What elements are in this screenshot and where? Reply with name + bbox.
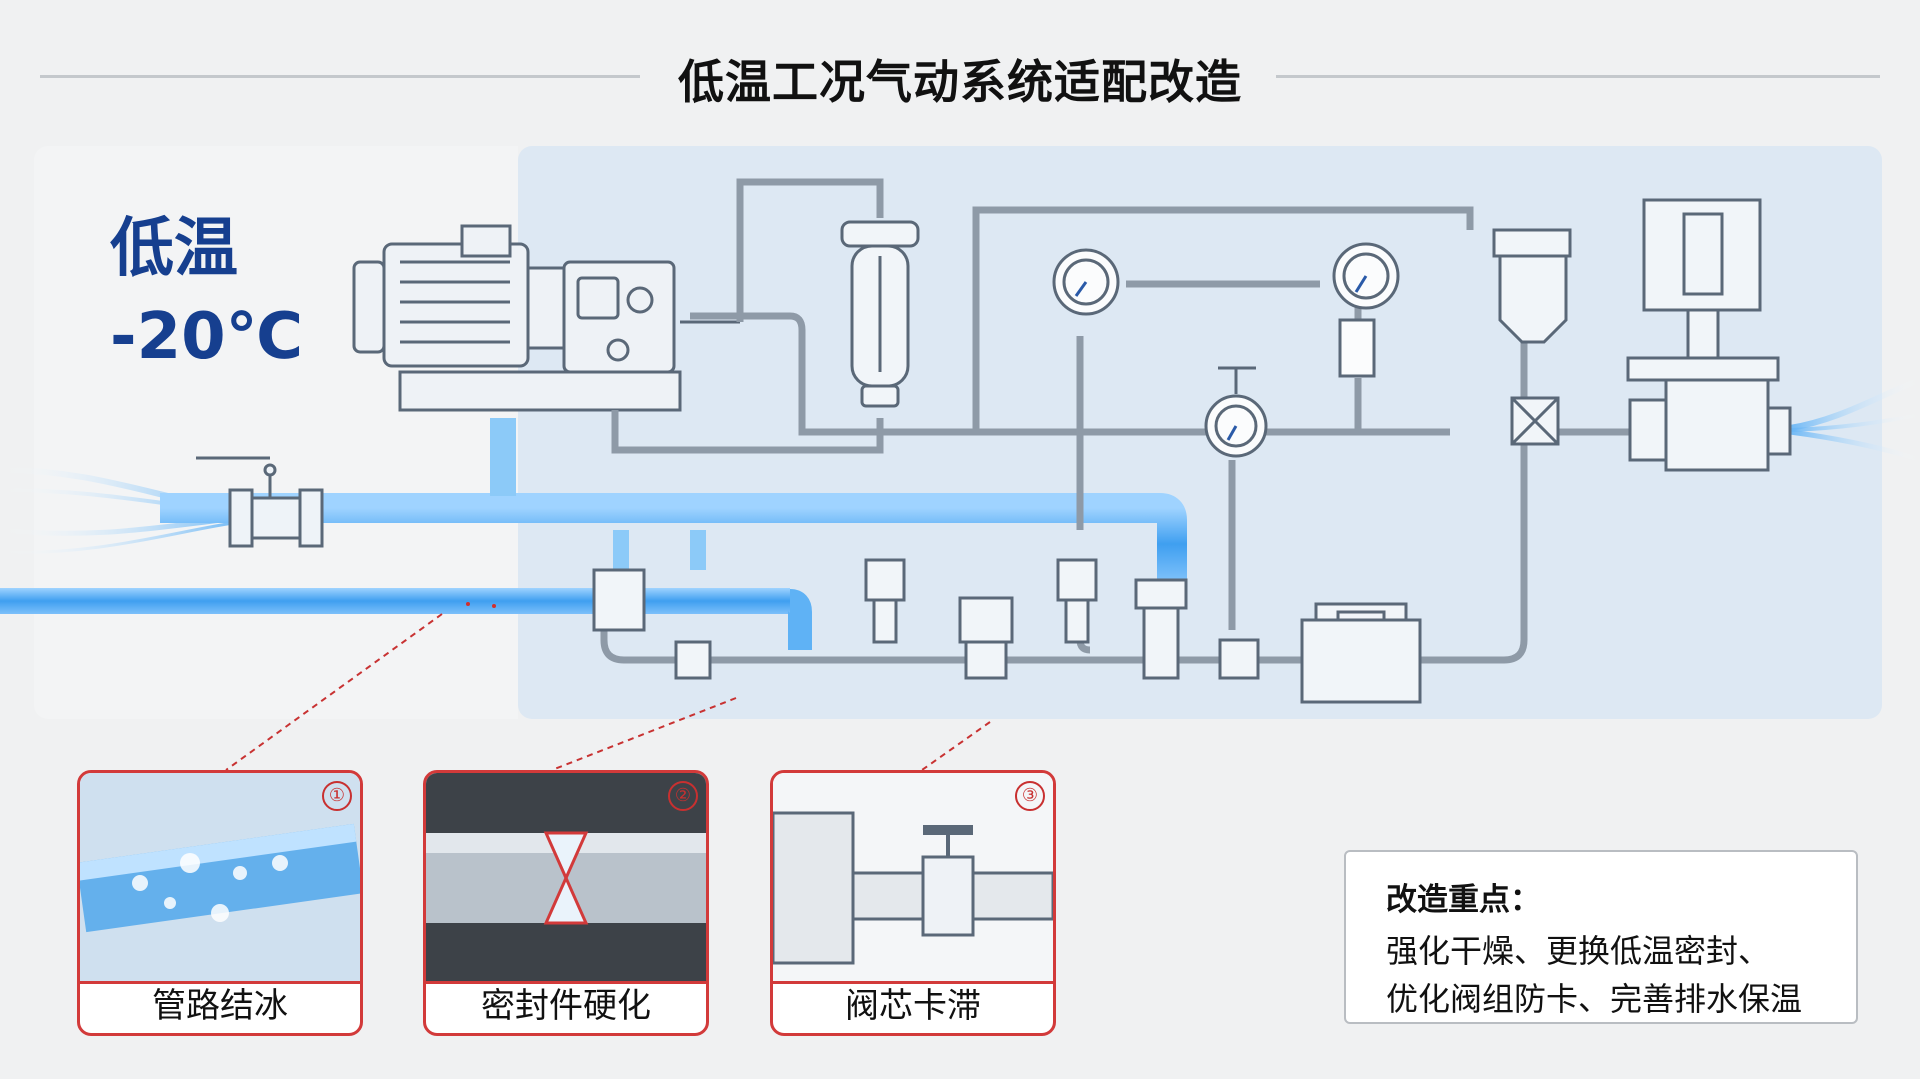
left-panel (34, 146, 518, 719)
seal-hardening-illustration (426, 773, 706, 984)
pipe-icing-illustration (80, 773, 360, 984)
outlet-airflow (1789, 377, 1920, 463)
temperature-value: -20℃ (110, 300, 304, 374)
air-compressor (352, 224, 740, 412)
blue-pipe-drop (787, 589, 812, 650)
issue-card-valve-sticking: ③ 阀芯卡滞 (770, 770, 1056, 1036)
issue-card-seal-hardening: ② 密封件硬化 (423, 770, 709, 1036)
callout-lines (225, 613, 991, 771)
issue-number: ① (322, 781, 352, 811)
note-line: 优化阀组防卡、完善排水保温 (1386, 980, 1803, 1018)
issue-number: ② (668, 781, 698, 811)
frost-markers (466, 602, 496, 608)
lower-blue-pipe (0, 588, 790, 614)
note-line: 强化干燥、更换低温密封、 (1386, 932, 1771, 970)
inlet-ball-valve (196, 456, 324, 548)
pressure-gauges (1052, 242, 1400, 458)
upper-blue-pipe (160, 493, 1187, 580)
note-heading: 改造重点： (1386, 882, 1541, 918)
issue-label: 密封件硬化 (481, 986, 651, 1026)
oil-water-separator (1492, 228, 1572, 446)
valve-manifold (592, 558, 1422, 704)
valve-sticking-illustration (773, 773, 1053, 984)
air-filter (840, 220, 920, 408)
title-rule-left (40, 75, 640, 78)
issue-card-pipe-icing: ① 管路结冰 (77, 770, 363, 1036)
issue-number: ③ (1015, 781, 1045, 811)
title-rule-right (1276, 75, 1880, 78)
temperature-indicator: 低温 -20℃ (110, 205, 303, 381)
flowmeter (1626, 198, 1792, 472)
temperature-label: 低温 (110, 212, 238, 286)
pump-outlet-riser (490, 418, 516, 496)
issue-label: 阀芯卡滞 (845, 986, 981, 1026)
issue-label: 管路结冰 (152, 986, 288, 1026)
retrofit-focus-note: 改造重点： 强化干燥、更换低温密封、 优化阀组防卡、完善排水保温 (1344, 850, 1858, 1024)
page-title: 低温工况气动系统适配改造 (678, 55, 1242, 109)
